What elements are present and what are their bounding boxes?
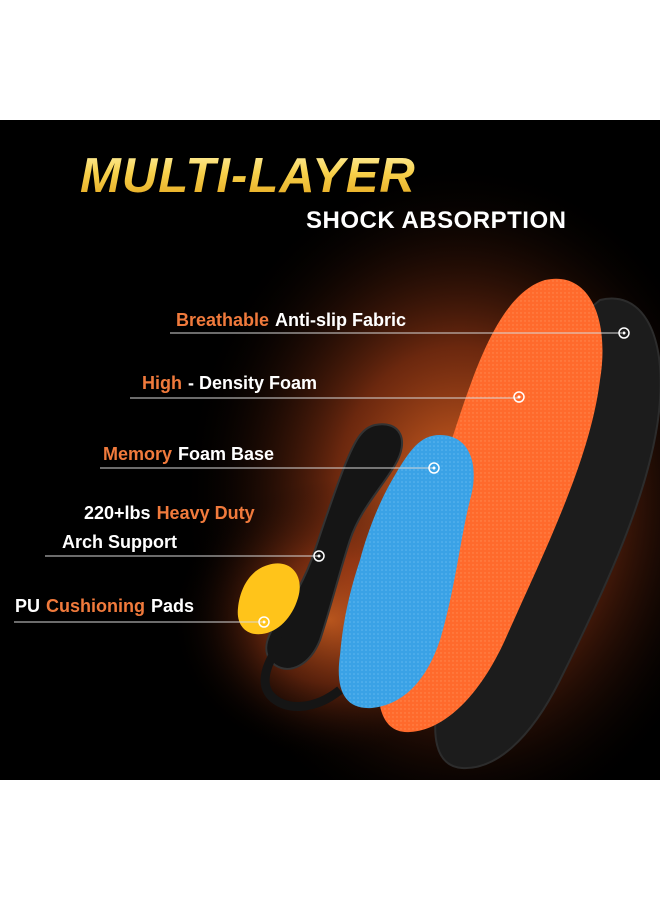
yellow-pu-pad: [237, 563, 300, 635]
label-pads-text: Pads: [151, 596, 195, 616]
target-marker-icon: [428, 462, 440, 474]
target-marker-icon: [513, 391, 525, 403]
label-fabric-text: Anti-slip Fabric: [275, 310, 407, 330]
label-memory-highlight: Memory: [103, 444, 173, 464]
target-marker-icon: [618, 327, 630, 339]
target-marker-icon: [258, 616, 270, 628]
label-foam-text: - Density Foam: [188, 373, 318, 393]
black-arch-support: [265, 423, 404, 670]
subheadline: SHOCK ABSORPTION: [306, 207, 567, 234]
label-arch-line2: Arch Support: [62, 532, 177, 552]
label-arch-highlight: Heavy Duty: [156, 503, 255, 523]
insole-layers-illustration: [14, 160, 660, 780]
headline: MULTI-LAYER: [80, 149, 416, 203]
blue-foam-layer: [338, 435, 474, 709]
label-fabric-highlight: Breathable: [176, 310, 270, 330]
label-foam-highlight: High: [142, 373, 182, 393]
arch-heel-loop: [260, 636, 343, 711]
label-pads-prefix: PU: [15, 596, 41, 616]
label-arch-prefix: 220+lbs: [84, 503, 151, 523]
label-foam: High - Density Foam: [142, 373, 323, 394]
label-pads-highlight: Cushioning: [46, 596, 145, 616]
label-memory-text: Foam Base: [178, 444, 275, 464]
target-marker-icon: [313, 550, 325, 562]
